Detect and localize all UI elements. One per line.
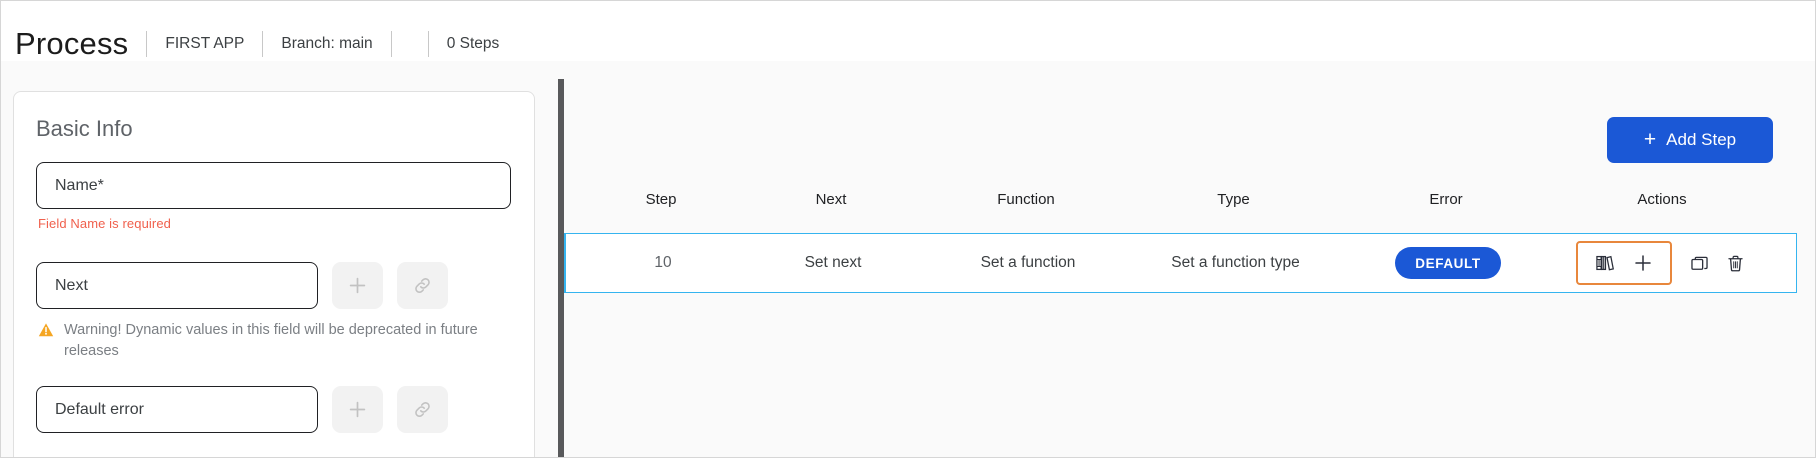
pane-divider[interactable] xyxy=(558,79,564,457)
header-divider xyxy=(146,30,148,57)
cell-function: Set a function xyxy=(980,254,1076,271)
column-header-error: Error xyxy=(1429,190,1463,208)
right-pane: + Add Step Step Next Function Type Error… xyxy=(564,61,1815,457)
link-icon xyxy=(415,402,430,417)
header-app-name: FIRST APP xyxy=(165,34,245,52)
header-divider xyxy=(262,30,264,57)
basic-info-card: Basic Info Field Name is required xyxy=(13,91,535,457)
next-field-warning: Warning! Dynamic values in this field wi… xyxy=(38,320,498,362)
cell-error: DEFAULT xyxy=(1343,247,1553,279)
next-input[interactable] xyxy=(36,262,318,309)
plus-icon xyxy=(349,401,366,418)
library-icon xyxy=(1596,255,1614,271)
warning-icon xyxy=(38,322,54,362)
table-header-row: Step Next Function Type Error Actions xyxy=(564,173,1815,225)
column-header-next: Next xyxy=(815,190,847,208)
link-icon xyxy=(415,278,430,293)
content-area: Basic Info Field Name is required xyxy=(1,61,1815,457)
header-divider xyxy=(390,30,392,57)
delete-button[interactable] xyxy=(1718,247,1752,279)
basic-info-title: Basic Info xyxy=(36,116,133,141)
cell-step: 10 xyxy=(654,254,672,271)
default-error-add-button[interactable] xyxy=(332,386,383,433)
next-field-row xyxy=(36,262,448,309)
steps-table: Step Next Function Type Error Actions 10… xyxy=(564,173,1815,293)
library-button[interactable] xyxy=(1588,247,1622,279)
cell-next: Set next xyxy=(804,254,862,271)
column-header-actions: Actions xyxy=(1637,190,1687,208)
add-step-button[interactable]: + Add Step xyxy=(1607,117,1773,163)
trash-icon xyxy=(1727,255,1743,271)
name-field-row xyxy=(36,162,511,209)
column-header-step: Step xyxy=(645,190,677,208)
highlighted-action-group xyxy=(1576,241,1672,285)
header-divider xyxy=(427,30,429,57)
duplicate-icon xyxy=(1690,256,1708,270)
column-header-function: Function xyxy=(997,190,1055,208)
plus-icon xyxy=(1635,255,1651,271)
name-field-error: Field Name is required xyxy=(38,216,171,231)
default-error-input[interactable] xyxy=(36,386,318,433)
table-body: 10 Set next Set a function Set a functio… xyxy=(564,233,1815,293)
cell-type: Set a function type xyxy=(1171,254,1300,271)
status-badge: DEFAULT xyxy=(1395,247,1501,279)
page-title: Process xyxy=(15,26,129,61)
cell-actions xyxy=(1553,241,1752,285)
next-warning-text: Warning! Dynamic values in this field wi… xyxy=(64,322,478,360)
table-row[interactable]: 10 Set next Set a function Set a functio… xyxy=(564,233,1797,293)
default-error-field-row xyxy=(36,386,448,433)
column-header-type: Type xyxy=(1217,190,1250,208)
add-row-button[interactable] xyxy=(1626,247,1660,279)
name-input[interactable] xyxy=(36,162,511,209)
left-pane: Basic Info Field Name is required xyxy=(1,61,557,457)
duplicate-button[interactable] xyxy=(1682,247,1716,279)
next-link-button[interactable] xyxy=(397,262,448,309)
plus-icon: + xyxy=(1643,127,1657,151)
header-branch: Branch: main xyxy=(281,34,373,52)
default-error-link-button[interactable] xyxy=(397,386,448,433)
header-steps-count: 0 Steps xyxy=(446,34,500,52)
plus-icon xyxy=(349,277,366,294)
add-step-label: Add Step xyxy=(1666,130,1737,149)
next-add-button[interactable] xyxy=(332,262,383,309)
